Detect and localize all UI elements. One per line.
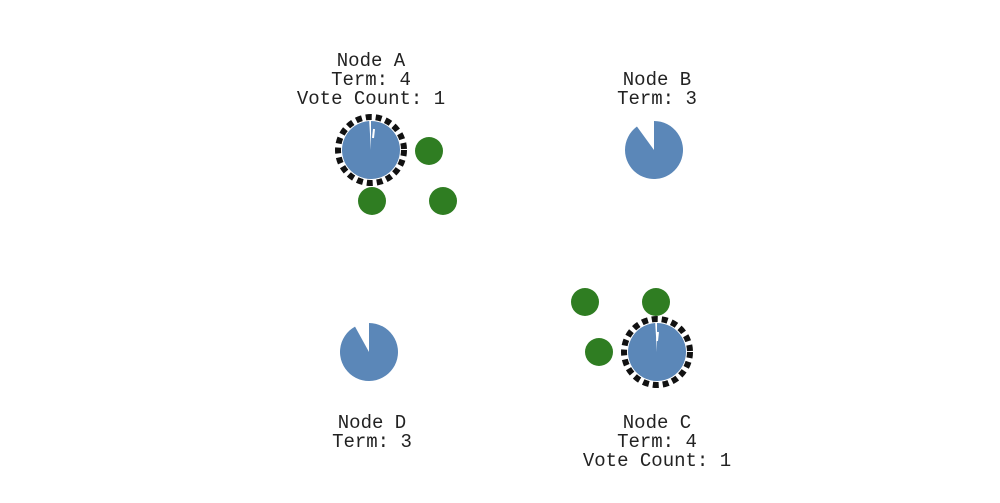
request-vote-message — [429, 187, 457, 215]
node-c-body — [627, 323, 686, 382]
node-b-term: Term: 3 — [617, 88, 697, 110]
node-a-vote-count: Vote Count: 1 — [296, 88, 446, 110]
node-a-name: Node A — [336, 50, 406, 72]
request-vote-message — [571, 288, 599, 316]
request-vote-message — [358, 187, 386, 215]
node-d-label: Node D Term: 3 — [242, 414, 502, 452]
request-vote-message — [415, 137, 443, 165]
node-a-term: Term: 4 — [331, 69, 411, 91]
node-b-body — [625, 121, 683, 179]
request-vote-message — [585, 338, 613, 366]
node-d[interactable] — [340, 323, 399, 381]
node-c[interactable] — [621, 316, 693, 388]
node-a-label: Node A Term: 4 Vote Count: 1 — [241, 52, 501, 109]
node-d-name: Node D — [337, 412, 407, 434]
node-c-candidate-border — [621, 316, 693, 388]
node-c-name: Node C — [622, 412, 692, 434]
node-c-timer-tick — [656, 331, 659, 342]
node-a[interactable] — [335, 114, 407, 186]
node-b-name: Node B — [622, 69, 692, 91]
node-b[interactable] — [625, 121, 683, 179]
node-c-label: Node C Term: 4 Vote Count: 1 — [527, 414, 787, 471]
node-c-term: Term: 4 — [617, 431, 697, 453]
request-vote-message — [642, 288, 670, 316]
node-c-vote-count: Vote Count: 1 — [582, 450, 732, 472]
node-d-term: Term: 3 — [332, 431, 412, 453]
node-b-label: Node B Term: 3 — [527, 71, 787, 109]
node-a-candidate-border — [335, 114, 407, 186]
node-d-body — [340, 323, 399, 381]
node-a-timer-tick — [372, 128, 375, 139]
node-a-body — [341, 121, 400, 179]
